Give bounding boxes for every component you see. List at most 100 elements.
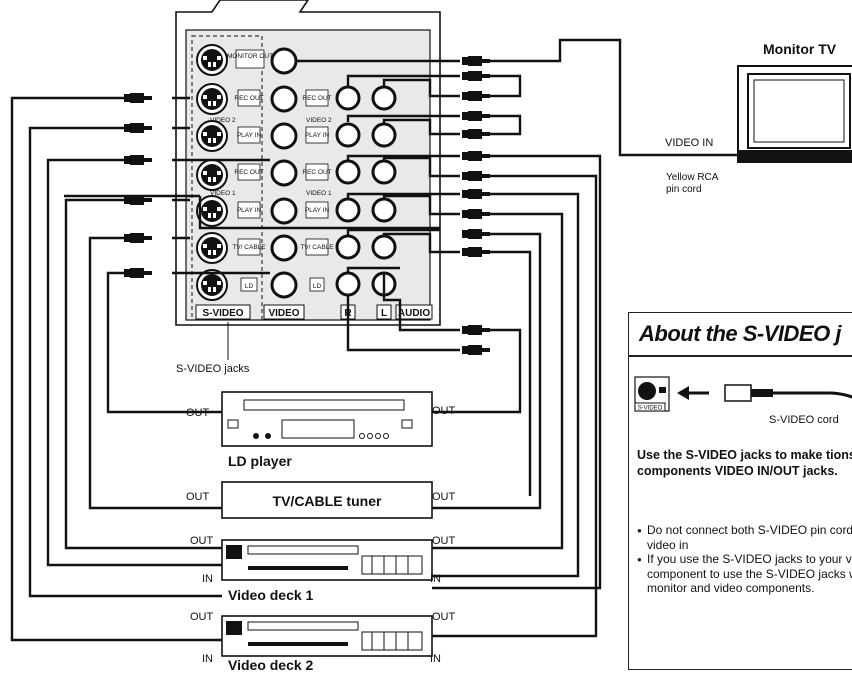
l-column-label: L (381, 308, 387, 319)
tuner-out-right: OUT (432, 491, 456, 503)
plug-right-3 (462, 111, 490, 121)
cable-video1-rec-out (46, 158, 222, 567)
note-lead-text: Use the S-VIDEO jacks to make tions to v… (637, 448, 852, 478)
video-jack-tv-cable (270, 234, 298, 262)
svideo-jack-video2-play-in (196, 120, 228, 152)
tv-cable-label-center: TV/ CABLE (300, 244, 334, 251)
deck1-out-left: OUT (190, 535, 214, 547)
audio-jack-l-video1-rec (371, 159, 397, 185)
plug-left-5 (124, 233, 152, 243)
plug-right-4 (462, 129, 490, 139)
plug-left-3 (124, 155, 152, 165)
audio-jack-r-tv-cable (335, 234, 361, 260)
note-title-rule (629, 355, 852, 357)
video-jacks (270, 47, 298, 299)
plug-right-monitor (462, 56, 490, 66)
audio-jack-r-video1-play (335, 197, 361, 223)
play-in-label-video1: PLAY IN (237, 207, 262, 214)
deck1-in-right: IN (430, 573, 441, 585)
note-cord-label: S-VIDEO cord (769, 414, 839, 426)
video-jack-monitor-out (270, 47, 298, 75)
video-deck-1-label: Video deck 1 (228, 587, 314, 603)
audio-jacks (335, 85, 397, 297)
video-deck-2-label: Video deck 2 (228, 657, 314, 673)
tv-cable-tuner-label: TV/CABLE tuner (273, 493, 382, 509)
rec-out-label-video2: REC OUT (234, 95, 263, 102)
plug-right-12 (462, 345, 490, 355)
svideo-jacks-label: S-VIDEO jacks (176, 363, 250, 375)
ld-out-left: OUT (186, 407, 210, 419)
video2-label-center: VIDEO 2 (306, 117, 332, 124)
audio-cables (296, 38, 740, 638)
ld-player (221, 391, 433, 447)
cable-right-v1 (198, 196, 440, 230)
video-column-label: VIDEO (268, 308, 299, 319)
deck2-out-right: OUT (432, 611, 456, 623)
plug-right-1 (462, 71, 490, 81)
plug-right-5 (462, 151, 490, 161)
video-jack-ld (270, 271, 298, 299)
note-bullet: Do not connect both S-VIDEO pin cords to… (637, 523, 852, 552)
rec-out-label-video2-center: REC OUT (302, 95, 331, 102)
deck2-out-left: OUT (190, 611, 214, 623)
plug-right-9 (462, 229, 490, 239)
note-title: About the S-VIDEO j (639, 321, 841, 346)
rec-out-label-video1-center: REC OUT (302, 169, 331, 176)
svideo-jack-ld (196, 269, 228, 301)
tv-cable-tuner-box (221, 481, 433, 519)
plug-right-7 (462, 189, 490, 199)
plug-right-6 (462, 171, 490, 181)
video1-label-center: VIDEO 1 (306, 190, 332, 197)
svideo-jack-video1-play-in (196, 195, 228, 227)
plug-right-10 (462, 247, 490, 257)
note-svideo-plug-icon (724, 384, 752, 402)
deck1-in-left: IN (202, 573, 213, 585)
cable-tv-cable (88, 236, 222, 510)
audio-jack-l-video2-rec (371, 85, 397, 111)
note-svideo-jack (638, 382, 656, 400)
audio-jack-r-video1-rec (335, 159, 361, 185)
video-cables (10, 96, 440, 642)
play-in-label-video2-center: PLAY IN (305, 132, 330, 139)
plug-right-8 (462, 209, 490, 219)
monitor-tv-label: Monitor TV (763, 41, 837, 57)
note-bullet: If you use the S-VIDEO jacks to your vid… (637, 552, 852, 596)
note-svideo-jack-label-box (634, 402, 666, 412)
video-jack-video1-rec-out (270, 159, 298, 187)
deck2-in-right: IN (430, 653, 441, 665)
svideo-jack-video2-rec-out (196, 83, 228, 115)
cable-to-monitor-tv (490, 38, 740, 157)
tv-cable-label: TV/ CABLE (232, 244, 266, 251)
plug-left-2 (124, 123, 152, 133)
audio-jack-l-video1-play (371, 197, 397, 223)
cable-video1-play-in (64, 198, 222, 550)
svideo-column-label: S-VIDEO (202, 308, 243, 319)
plug-right-11 (462, 325, 490, 335)
deck2-in-left: IN (202, 653, 213, 665)
monitor-tv: Monitor TV (737, 41, 852, 163)
video-deck-2 (221, 615, 433, 657)
audio-column-label: AUDIO (398, 308, 430, 319)
svideo-jack-monitor-out (196, 44, 228, 76)
audio-jack-r-video2-play (335, 122, 361, 148)
video-jack-video1-play-in (270, 197, 298, 225)
svideo-jack-tv-cable (196, 232, 228, 264)
note-svideo-illustration: S-VIDEO (634, 376, 852, 412)
svideo-note-box: About the S-VIDEO j S-VIDEO S-VIDEO cord… (628, 312, 852, 670)
ld-player-label: LD player (228, 453, 292, 469)
tuner-out-left: OUT (186, 491, 210, 503)
monitor-out-label: MONITOR OUT (227, 53, 273, 60)
note-svideo-small-jack (659, 387, 666, 393)
cable-video2-rec-out (10, 96, 222, 642)
right-plugs (462, 56, 490, 355)
plug-left-1 (124, 93, 152, 103)
video1-label: VIDEO 1 (210, 190, 236, 197)
note-arrow-icon (677, 386, 689, 400)
panel-labels: MONITOR OUT REC OUT VIDEO 2 PLAY IN REC … (210, 49, 334, 292)
yellow-rca-label-1: Yellow RCA (666, 172, 719, 183)
play-in-label-video2: PLAY IN (237, 132, 262, 139)
ld-label: LD (245, 283, 254, 290)
video-in-label: VIDEO IN (665, 137, 713, 149)
video-deck-1 (221, 539, 433, 581)
